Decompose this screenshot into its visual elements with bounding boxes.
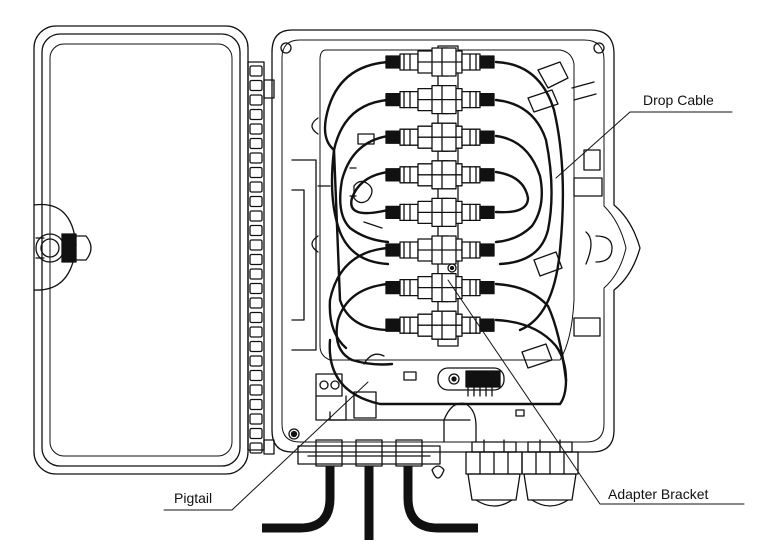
hinge-knuckle: [249, 268, 263, 280]
cable-gland-left: [465, 439, 523, 507]
connector-body: [399, 166, 419, 184]
fiber-loops-left: [323, 60, 568, 406]
connector-body: [461, 53, 481, 71]
hinge-knuckle: [249, 239, 263, 251]
connector-boot: [479, 55, 495, 69]
hinge-tab: [263, 439, 275, 455]
connector-body: [461, 278, 481, 297]
hinge-knuckle: [249, 79, 263, 92]
connector-body: [461, 316, 481, 334]
hinge-knuckle: [249, 398, 263, 411]
adapter-bracket-leader: [447, 279, 745, 505]
connector-boot: [385, 280, 401, 295]
hinge-bar: [247, 61, 265, 451]
adapter-pair: [385, 84, 495, 115]
hinge-knuckle: [249, 166, 263, 179]
hinge-knuckle: [249, 195, 263, 208]
adapter-bracket-label: Adapter Bracket: [608, 486, 709, 502]
hinge-knuckle: [249, 181, 263, 193]
callout-leaders: [163, 111, 745, 511]
adapter-bracket: [385, 45, 495, 347]
hinge-knuckle: [249, 384, 263, 396]
connector-body: [461, 203, 481, 222]
connector-body: [399, 316, 419, 334]
drop-cables-exit: [262, 466, 478, 540]
drop-cable-leader: [555, 111, 733, 179]
hinge-tab: [263, 79, 275, 99]
hinge-knuckle: [249, 355, 263, 367]
connector-boot: [385, 130, 401, 144]
connector-body: [461, 166, 481, 184]
connector-boot: [479, 168, 495, 182]
connector-boot: [479, 280, 495, 295]
connector-boot: [385, 92, 401, 107]
door-panel: [33, 25, 249, 475]
adapter-pair: [385, 122, 495, 152]
cable-entry-ports: [297, 439, 441, 467]
adapter-pair: [385, 310, 495, 340]
fiber-loops-right: [494, 60, 568, 382]
drop-cable-label: Drop Cable: [643, 92, 714, 108]
hinge-knuckle: [249, 311, 263, 324]
hinge-knuckle: [249, 108, 263, 121]
hinge-knuckle: [249, 369, 263, 382]
connector-boot: [385, 318, 401, 332]
hinge-knuckle: [249, 442, 263, 454]
adapter-pair: [385, 235, 495, 265]
connector-boot: [479, 130, 495, 144]
hinge-knuckle: [249, 282, 263, 295]
hinge-knuckle: [249, 94, 263, 106]
base-box: [271, 29, 641, 453]
connector-boot: [479, 205, 495, 220]
splitter-tray: [437, 367, 505, 397]
hinge-knuckle: [249, 137, 263, 150]
connector-body: [399, 241, 419, 259]
hinge-knuckle: [249, 152, 263, 164]
connector-boot: [385, 168, 401, 182]
adapter-pair: [385, 160, 495, 190]
connector-boot: [479, 243, 495, 257]
hinge-knuckle: [249, 297, 263, 309]
connector-body: [399, 278, 419, 297]
hinge-knuckle: [249, 427, 263, 440]
connector-body: [399, 203, 419, 222]
hinge-knuckle: [249, 123, 263, 135]
hinge-knuckle: [249, 210, 263, 222]
connector-boot: [385, 243, 401, 257]
hinge-knuckle: [249, 253, 263, 266]
connector-boot: [385, 55, 401, 69]
pigtail-leader: [163, 381, 369, 511]
hinge-knuckle: [249, 326, 263, 338]
adapter-pair: [385, 272, 495, 303]
hinge-strip: [247, 61, 275, 455]
door-latch: [33, 203, 92, 291]
adapter-pair: [385, 47, 495, 77]
hinge-knuckle: [249, 224, 263, 237]
connector-body: [399, 128, 419, 146]
hinge-knuckle: [249, 65, 263, 77]
connector-boot: [479, 92, 495, 107]
connector-boot: [479, 318, 495, 332]
pigtail-label: Pigtail: [174, 490, 213, 506]
connector-body: [399, 53, 419, 71]
hinge-knuckle: [249, 413, 263, 425]
connector-body: [461, 128, 481, 146]
connector-boot: [385, 205, 401, 220]
connector-body: [461, 241, 481, 259]
hinge-knuckle: [249, 340, 263, 353]
cable-gland-right: [521, 439, 579, 507]
connector-body: [461, 90, 481, 109]
connector-body: [399, 90, 419, 109]
adapter-pair: [385, 197, 495, 228]
